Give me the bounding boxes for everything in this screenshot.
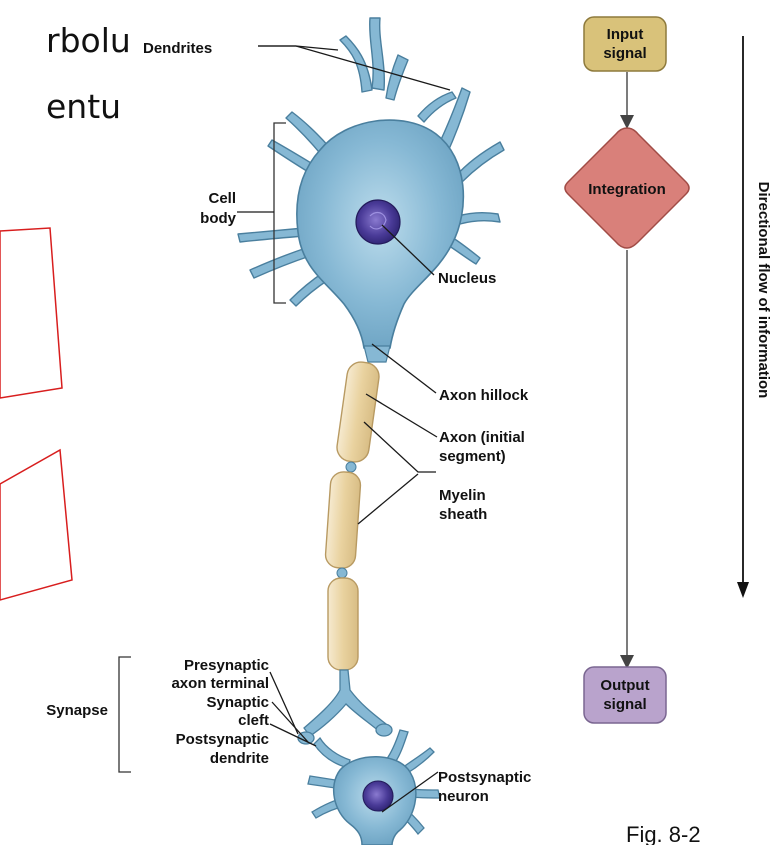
synapse-bracket bbox=[119, 657, 131, 772]
label-axon-hillock: Axon hillock bbox=[439, 387, 529, 404]
annotation-box-2 bbox=[0, 450, 72, 600]
input-signal-line2: signal bbox=[603, 45, 646, 62]
label-cell-body-1: Cell bbox=[208, 190, 236, 207]
label-presynaptic-2: axon terminal bbox=[171, 675, 269, 692]
myelin-sheath bbox=[325, 360, 381, 670]
annotation-box-1 bbox=[0, 228, 62, 398]
slide-text-line2: entu bbox=[46, 87, 121, 126]
label-synapse: Synapse bbox=[46, 702, 108, 719]
label-synaptic-cleft-1: Synaptic bbox=[206, 694, 269, 711]
direction-label: Directional flow of information bbox=[755, 182, 772, 399]
label-axon-initial-1: Axon (initial bbox=[439, 429, 525, 446]
postsynaptic-neuron bbox=[308, 730, 440, 845]
label-axon-initial-2: segment) bbox=[439, 448, 506, 465]
label-presynaptic-1: Presynaptic bbox=[184, 657, 269, 674]
output-signal-line2: signal bbox=[603, 696, 646, 713]
label-myelin-1: Myelin bbox=[439, 487, 486, 504]
output-signal-box bbox=[584, 667, 666, 723]
nucleus bbox=[356, 200, 400, 244]
slide-text-line1: rbolu bbox=[46, 21, 131, 60]
label-postsyn-dendrite-2: dendrite bbox=[210, 750, 269, 767]
label-postsyn-dendrite-1: Postsynaptic bbox=[176, 731, 269, 748]
label-cell-body-2: body bbox=[200, 210, 236, 227]
figure-caption: Fig. 8-2 bbox=[626, 822, 701, 845]
label-dendrites: Dendrites bbox=[143, 40, 212, 57]
input-signal-line1: Input bbox=[607, 26, 644, 43]
label-nucleus: Nucleus bbox=[438, 270, 496, 287]
label-postsyn-neuron-1: Postsynaptic bbox=[438, 769, 531, 786]
label-postsyn-neuron-2: neuron bbox=[438, 788, 489, 805]
output-signal-line1: Output bbox=[600, 677, 649, 694]
label-myelin-2: sheath bbox=[439, 506, 487, 523]
label-synaptic-cleft-2: cleft bbox=[238, 712, 269, 729]
axon-terminal bbox=[304, 670, 386, 736]
integration-label: Integration bbox=[588, 181, 666, 198]
flow-chart: Input signal Integration Output signal D… bbox=[565, 17, 772, 723]
presynaptic-neuron bbox=[238, 18, 504, 744]
